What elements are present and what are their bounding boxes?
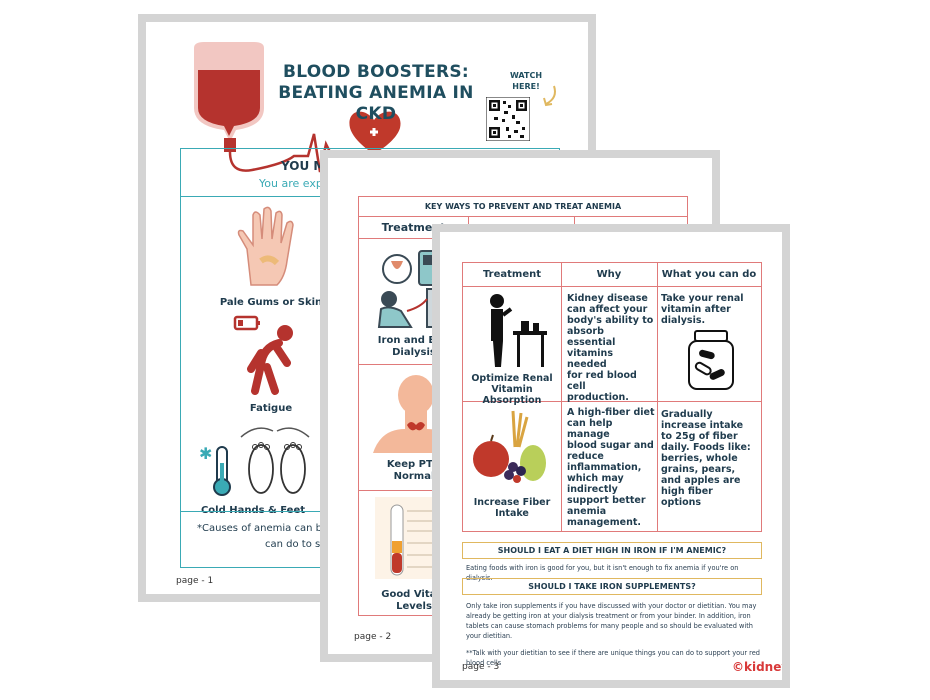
why-line: anemia — [567, 506, 607, 517]
row-iron-line-2: Dialysis — [392, 347, 436, 358]
header-why: Why — [561, 263, 657, 287]
page-3-number: page - 3 — [462, 662, 500, 672]
symptom-fatigue-label: Fatigue — [249, 403, 293, 414]
table-divider — [561, 263, 562, 531]
pill-bottle-icon — [688, 330, 734, 390]
what-fiber: Gradually increase intake to 25g of fibe… — [661, 409, 759, 508]
what-line: grains, pears, — [661, 464, 736, 475]
row-vitamin-line-1: Good Vitam — [381, 589, 447, 600]
page-3-handout: Treatment Why What you can do Optimize R… — [432, 224, 790, 688]
what-line: daily. Foods like: — [661, 442, 751, 453]
fiber-line-1: Increase Fiber — [473, 497, 551, 508]
watch-line-1: WATCH — [509, 71, 543, 80]
kidney-logo: ©kidney — [732, 660, 790, 674]
watch-here-label: WATCH HERE! — [506, 70, 546, 92]
watch-line-2: HERE! — [512, 82, 540, 91]
page-2-row-vitamin-label: Good Vitam Levels — [359, 589, 469, 613]
why-line: reduce — [567, 451, 604, 462]
why-line: A high-fiber diet — [567, 407, 655, 418]
why-line: Kidney disease — [567, 293, 648, 304]
page-1-number: page - 1 — [176, 576, 214, 586]
page-2-table-title: KEY WAYS TO PREVENT AND TREAT ANEMIA — [359, 197, 687, 217]
what-line: berries, whole — [661, 453, 738, 464]
why-line: production. — [567, 392, 629, 403]
why-line: which may — [567, 473, 624, 484]
row-iron-line-1: Iron and ESA — [377, 335, 451, 346]
why-line: can help manage — [567, 418, 613, 440]
page-1-title: BLOOD BOOSTERS: BEATING ANEMIA IN CKD — [266, 62, 486, 125]
row-pth-line-1: Keep PTH — [386, 459, 442, 470]
qr-code-icon[interactable] — [486, 97, 530, 141]
why-line: can affect your — [567, 304, 648, 315]
symptoms-heading: YOU M — [281, 159, 326, 173]
what-line: vitamin after — [661, 304, 731, 315]
person-taking-vitamin-icon — [490, 294, 547, 367]
what-line: Gradually — [661, 409, 713, 420]
what-line: and apples are — [661, 475, 741, 486]
page-2-row-iron-label: Iron and ESA Dialysis — [359, 335, 469, 359]
why-line: for red blood cell — [567, 370, 637, 392]
why-line: vitamins needed — [567, 348, 613, 370]
treatment-renal-vitamin: Optimize Renal Vitamin Absorption — [465, 373, 559, 406]
table-divider — [463, 401, 761, 402]
blood-bag-icon — [194, 42, 401, 173]
symptoms-subheading: You are exp — [259, 177, 323, 190]
treatment-fiber: Increase Fiber Intake — [465, 497, 559, 519]
what-line: options — [661, 497, 702, 508]
fatigue-icon — [233, 315, 293, 395]
question-iron-diet: SHOULD I EAT A DIET HIGH IN IRON IF I'M … — [462, 542, 762, 559]
question-iron-supplements: SHOULD I TAKE IRON SUPPLEMENTS? — [462, 578, 762, 595]
why-line: indirectly — [567, 484, 618, 495]
why-line: blood sugar and — [567, 440, 654, 451]
what-renal-vitamin: Take your renal vitamin after dialysis. — [661, 293, 759, 326]
answer-line: Only take iron supplements if you have d… — [466, 602, 757, 610]
row-pth-line-2: Normal — [393, 471, 435, 482]
why-line: management. — [567, 517, 641, 528]
why-renal-vitamin: Kidney disease can affect your body's ab… — [567, 293, 655, 403]
why-fiber: A high-fiber diet can help manage blood … — [567, 407, 655, 528]
answer-iron-supplements: Only take iron supplements if you have d… — [466, 601, 762, 641]
why-line: body's ability to — [567, 315, 654, 326]
what-line: dialysis. — [661, 315, 706, 326]
what-line: increase intake — [661, 420, 744, 431]
row-vitamin-line-2: Levels — [396, 601, 432, 612]
renal-vitamin-line-3: Absorption — [482, 395, 542, 406]
pale-hand-icon — [237, 206, 294, 286]
footnote-line-1: *Causes of anemia can b — [197, 523, 322, 534]
fiber-line-2: Intake — [495, 508, 529, 519]
dietitian-note: **Talk with your dietitian to see if the… — [466, 649, 760, 667]
why-line: inflammation, — [567, 462, 642, 473]
what-line: high fiber — [661, 486, 713, 497]
arrow-icon — [543, 85, 556, 107]
cold-hands-feet-icon: ✱ — [199, 427, 310, 496]
answer-line: already be getting iron at your dialysis… — [466, 612, 751, 620]
page-2-row-pth-label: Keep PTH Normal — [359, 459, 469, 483]
symptom-pale-skin-label: Pale Gums or Skin — [219, 297, 323, 308]
footnote-line-2: can do to s — [265, 539, 321, 550]
fruit-and-grains-icon — [473, 410, 546, 483]
what-line: to 25g of fiber — [661, 431, 738, 442]
treatment-table: Treatment Why What you can do Optimize R… — [462, 262, 762, 532]
renal-vitamin-line-2: Vitamin — [491, 384, 533, 395]
title-line-2: BEATING ANEMIA IN CKD — [278, 83, 474, 124]
header-treatment: Treatment — [463, 263, 561, 287]
why-line: absorb essential — [567, 326, 616, 348]
why-line: support better — [567, 495, 646, 506]
renal-vitamin-line-1: Optimize Renal — [471, 373, 553, 384]
answer-line: your dietitian. — [466, 632, 513, 640]
what-line: Take your renal — [661, 293, 744, 304]
header-what-you-can-do: What you can do — [657, 263, 761, 287]
svg-text:✱: ✱ — [199, 444, 212, 463]
title-line-1: BLOOD BOOSTERS: — [282, 62, 470, 82]
page-2-number: page - 2 — [354, 632, 392, 642]
symptom-cold-hands-label: Cold Hands & Feet — [200, 505, 306, 516]
table-divider — [657, 263, 658, 531]
thyroid-neck-icon — [373, 375, 459, 453]
answer-line: tablets can cause stomach problems for m… — [466, 622, 753, 630]
